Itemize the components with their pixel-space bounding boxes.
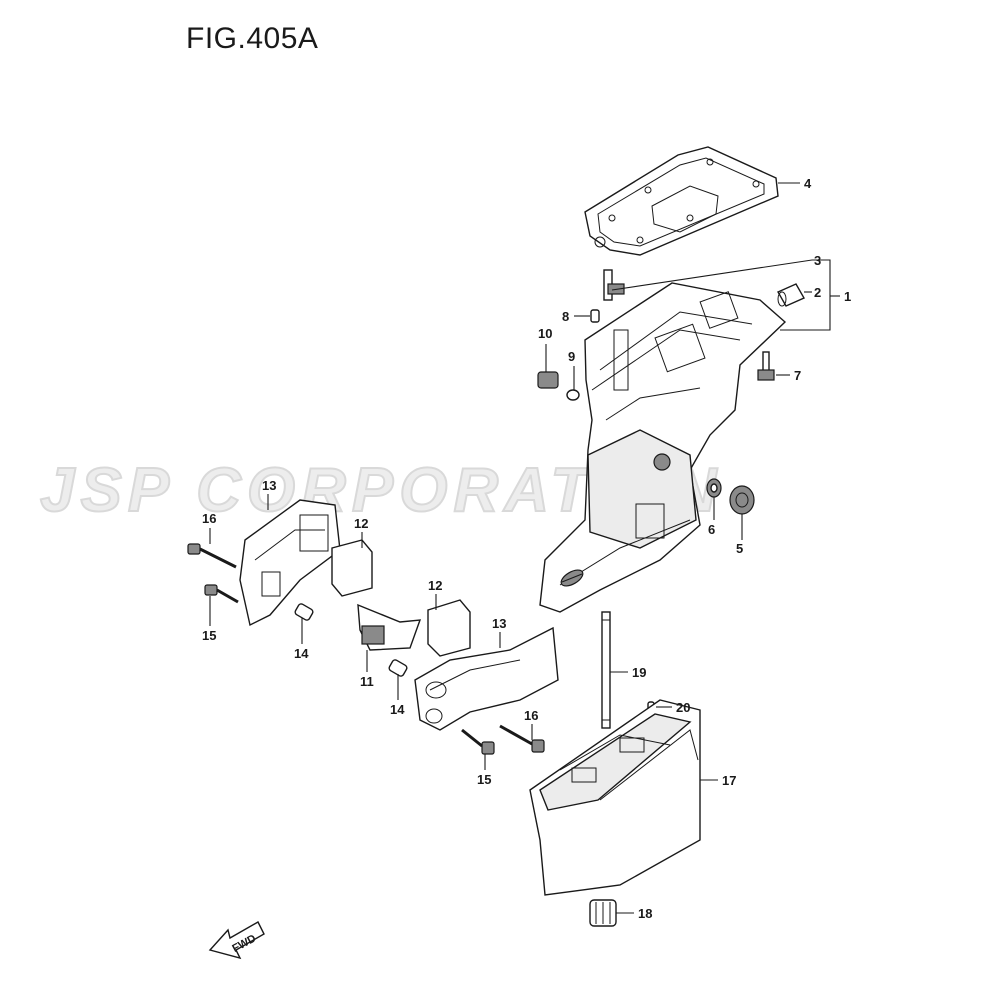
part-13-mount-bracket-lower (414, 626, 559, 731)
callout-6: 6 (708, 522, 715, 537)
part-1-driveshaft-housing (539, 282, 787, 613)
callout-9: 9 (568, 349, 575, 364)
callout-15-lower: 15 (477, 772, 491, 787)
callout-14-upper: 14 (294, 646, 309, 661)
part-19-stud (601, 611, 611, 729)
callout-3: 3 (814, 253, 821, 268)
callout-4: 4 (804, 176, 812, 191)
fwd-arrow-icon: FWD (208, 921, 265, 960)
callout-7: 7 (794, 368, 801, 383)
callout-19: 19 (632, 665, 646, 680)
callout-16-lower: 16 (524, 708, 538, 723)
leader-lines (209, 182, 840, 914)
callout-5: 5 (736, 541, 743, 556)
part-8-pin (590, 309, 600, 323)
part-11-bracket (357, 603, 422, 651)
part-16-bolt-lower (499, 724, 545, 753)
part-6-seal (706, 478, 722, 498)
part-7-bolt (757, 351, 775, 381)
callout-13-upper: 13 (262, 478, 276, 493)
callout-2: 2 (814, 285, 821, 300)
callout-1: 1 (844, 289, 851, 304)
callout-16-upper: 16 (202, 511, 216, 526)
callout-18: 18 (638, 906, 652, 921)
part-16-bolt-upper (187, 543, 237, 569)
part-17-lower-case (529, 699, 701, 896)
part-18-grommet (589, 899, 617, 927)
figure-title: FIG.405A (186, 22, 319, 55)
part-14-collar-lower (388, 659, 408, 677)
part-10-bolt (537, 371, 559, 389)
part-12-mount-rubber-lower (427, 599, 471, 657)
callout-11: 11 (360, 674, 374, 689)
callout-14-lower: 14 (390, 702, 405, 717)
callout-10: 10 (538, 326, 552, 341)
part-15-bolt-upper (204, 584, 239, 604)
callout-15-upper: 15 (202, 628, 216, 643)
callout-17: 17 (722, 773, 736, 788)
callout-8: 8 (562, 309, 569, 324)
callout-12-lower: 12 (428, 578, 442, 593)
part-15-bolt-lower (461, 728, 495, 755)
part-2-plug (777, 283, 805, 307)
part-9-washer (566, 389, 580, 401)
part-5-plug (729, 485, 755, 515)
callout-12-upper: 12 (354, 516, 368, 531)
part-3-screw (603, 269, 625, 301)
part-14-collar-upper (294, 603, 314, 621)
part-12-mount-rubber-upper (331, 539, 373, 597)
callout-20: 20 (676, 700, 690, 715)
callout-13-lower: 13 (492, 616, 506, 631)
part-4-gasket (584, 146, 779, 256)
part-13-mount-bracket-upper (239, 499, 341, 627)
